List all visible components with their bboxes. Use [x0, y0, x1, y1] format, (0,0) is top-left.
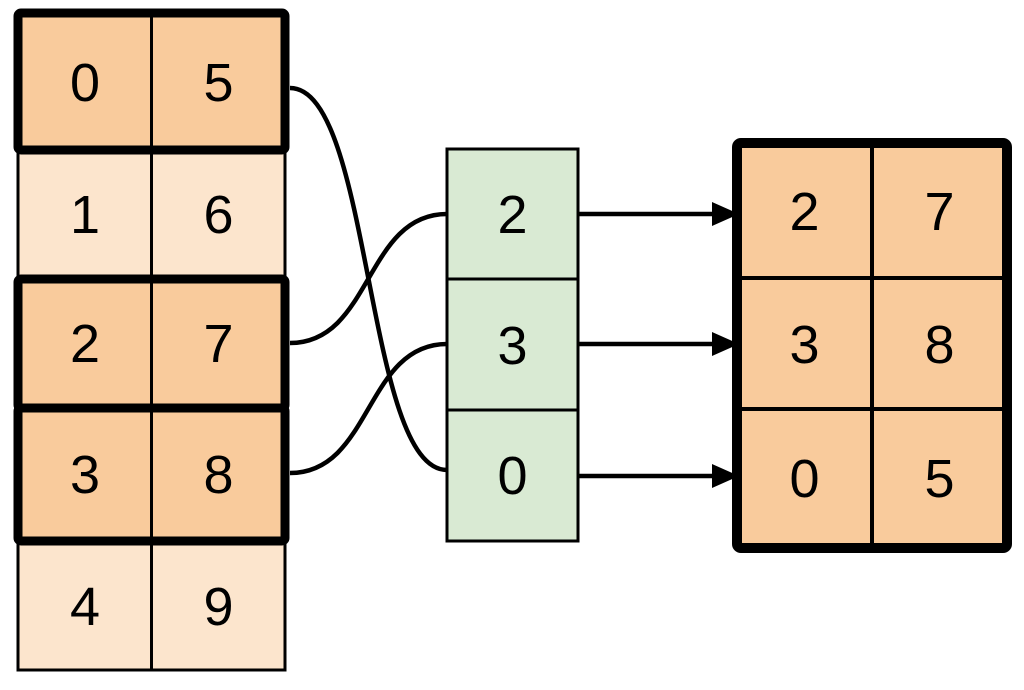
result-cell-1-1 — [870, 276, 1009, 411]
index-column: 2 3 0 — [445, 147, 580, 543]
source-value-2-0: 2 — [70, 314, 100, 374]
source-value-3-0: 3 — [70, 445, 100, 505]
arrow-head-index2-to-result2 — [712, 464, 739, 488]
index-to-result-arrows — [578, 202, 739, 488]
source-value-0-0: 0 — [70, 53, 100, 113]
result-cell-2-1 — [870, 407, 1009, 550]
index-value-1: 3 — [497, 316, 527, 376]
index-cell-2 — [445, 408, 580, 543]
result-value-0-0: 2 — [789, 182, 819, 242]
source-row-0-highlight-border — [13, 8, 290, 155]
source-cell-1-1 — [150, 148, 287, 281]
source-value-4-0: 4 — [70, 577, 100, 637]
source-value-3-1: 8 — [203, 445, 233, 505]
result-value-0-1: 7 — [924, 182, 954, 242]
result-value-1-0: 3 — [789, 315, 819, 375]
source-value-0-1: 5 — [203, 53, 233, 113]
index-cell-0 — [445, 147, 580, 281]
index-value-0: 2 — [497, 185, 527, 245]
result-value-2-0: 0 — [789, 449, 819, 509]
result-value-2-1: 5 — [924, 449, 954, 509]
source-value-2-1: 7 — [203, 314, 233, 374]
source-value-1-1: 6 — [203, 185, 233, 245]
source-row-3-highlight-border — [13, 403, 290, 546]
result-cell-0-1 — [870, 141, 1009, 280]
result-table-outer-border — [732, 138, 1012, 553]
source-cell-0-1 — [150, 11, 287, 152]
curve-source-row3-to-index-3 — [289, 341, 448, 476]
source-cell-0-0 — [16, 11, 153, 152]
result-value-1-1: 8 — [924, 315, 954, 375]
source-cell-2-1 — [150, 277, 287, 410]
source-cell-4-1 — [150, 539, 287, 672]
arrow-head-index0-to-result0 — [712, 202, 739, 226]
source-cell-3-1 — [150, 406, 287, 543]
source-value-1-0: 1 — [70, 185, 100, 245]
source-table: 0 5 1 6 2 7 3 8 4 9 — [13, 8, 290, 672]
source-cell-4-0 — [16, 539, 153, 672]
arrow-head-index1-to-result1 — [712, 332, 739, 356]
source-to-index-curves — [289, 85, 448, 476]
curve-source-row2-to-index-2 — [289, 211, 448, 346]
source-value-4-1: 9 — [203, 577, 233, 637]
result-table: 2 7 3 8 0 5 — [732, 138, 1012, 553]
index-value-2: 0 — [497, 446, 527, 506]
